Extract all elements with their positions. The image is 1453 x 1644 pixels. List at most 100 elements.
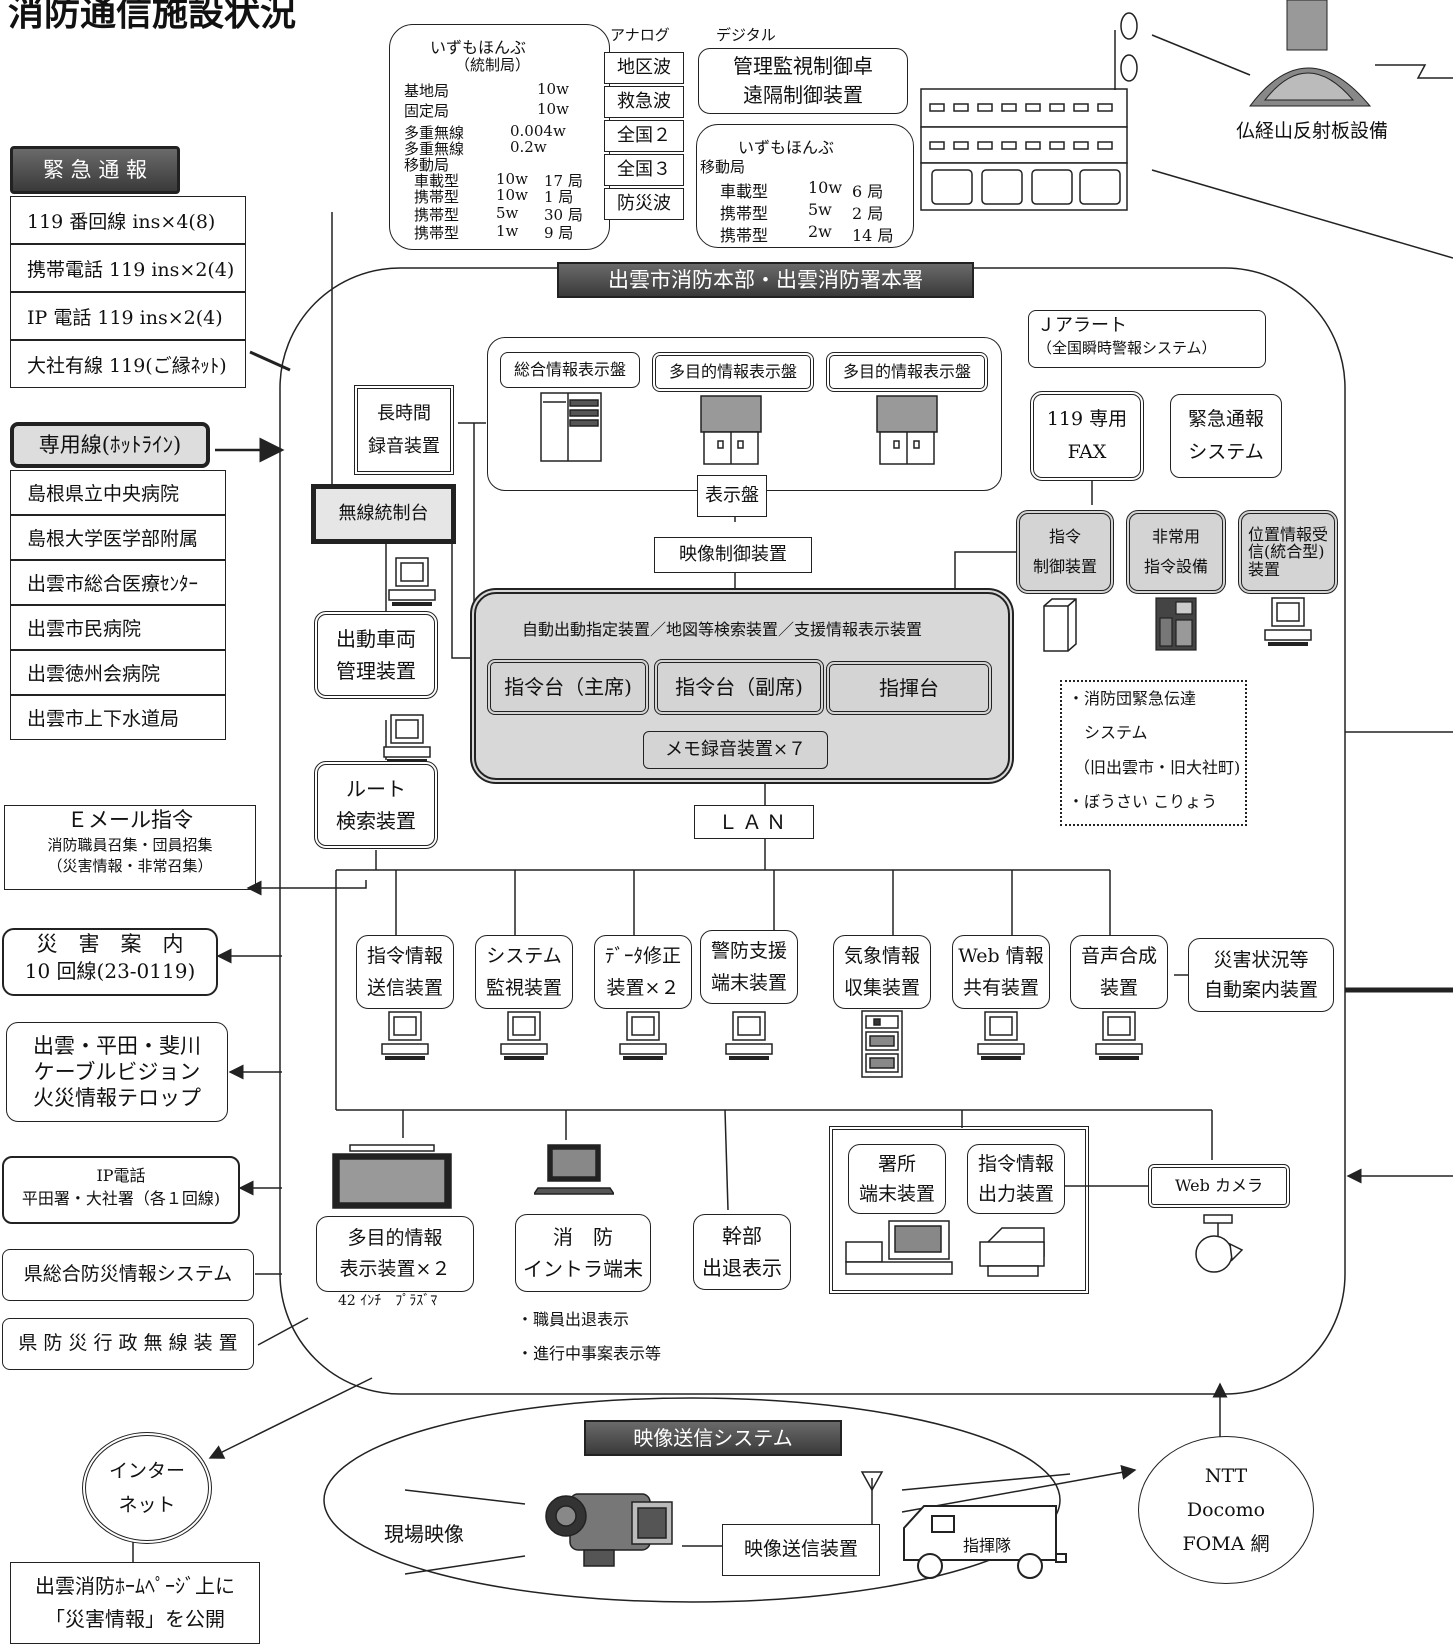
emergency-call-item: 119 番回線 ins×4(8) [10, 196, 246, 244]
web-camera-unit: Web カメラ [1148, 1164, 1290, 1208]
emergency-title: 緊 急 通 報 [10, 146, 180, 194]
command-output-unit: 指令情報 出力装置 [967, 1144, 1065, 1214]
digital-head: いずもほんぶ [738, 138, 835, 157]
command-desk-sub: 指令台（副席) [654, 659, 824, 715]
ip-phone-title: IP電話 [96, 1166, 146, 1185]
video-system-title: 映像送信システム [584, 1420, 842, 1456]
ip-phone-box: IP電話 平田署・大社署（各１回線) [2, 1156, 240, 1224]
command-control-unit: 指令 制御装置 [1016, 510, 1114, 594]
command-desk-main: 指令台（主席) [487, 659, 649, 715]
multi-info-display-unit: 多目的情報 表示装置×２ [316, 1216, 474, 1292]
email-command-box: Ｅメール指令 消防職員召集・団員招集 （災害情報・非常召集） [4, 805, 256, 890]
laptop-icon [534, 1144, 614, 1196]
radio-row-count: 30 局 [544, 206, 583, 224]
building-window [1049, 141, 1065, 150]
building-window [977, 141, 993, 150]
digital-row-name: 携帯型 [720, 226, 769, 245]
fire-corps-line-2: システム [1084, 723, 1148, 743]
hotline-item: 島根県立中央病院 [10, 470, 226, 515]
system-monitor: システム 監視装置 [475, 935, 573, 1009]
intra-note-2: ・進行中事案表示等 [517, 1344, 662, 1363]
video-transmitter: 映像送信装置 [722, 1524, 880, 1576]
plasma-display-icon [332, 1144, 452, 1210]
radio-row-count: 1 局 [544, 188, 574, 206]
fire-corps-line-1: ・消防団緊急伝達 [1068, 689, 1197, 708]
weather-info-collector: 気象情報 収集装置 [833, 935, 931, 1009]
emergency-report-system: 緊急通報 システム [1170, 394, 1282, 478]
building-window [1073, 103, 1089, 112]
radio-row-power: 10w [537, 100, 569, 118]
pc-icon-1 [386, 556, 438, 612]
memo-recorder: メモ録音装置×７ [643, 731, 828, 769]
location-receiver-unit: 位置情報受 信(統合型) 装置 [1238, 510, 1338, 594]
display-panel: 表示盤 [697, 475, 767, 517]
reflector-label: 仏経山反射板設備 [1236, 120, 1389, 142]
radio-row-name: 多重無線 [404, 140, 465, 158]
camera-dome-icon [1190, 1214, 1246, 1274]
analog-label: アナログ [610, 26, 670, 44]
general-display-cabinet-icon [540, 392, 602, 462]
command-unit-label: 指揮隊 [963, 1536, 1012, 1555]
hotline-item: 出雲市上下水道局 [10, 695, 226, 740]
jalert-box: Ｊアラート （全国瞬時警報システム） [1028, 310, 1266, 368]
pref-disaster-radio: 県 防 災 行 政 無 線 装 置 [2, 1318, 254, 1370]
digital-station-panel [696, 124, 914, 248]
digital-mobile: 移動局 [700, 158, 746, 176]
emergency-call-item: 大社有線 119(ご縁ﾈｯﾄ) [10, 340, 246, 388]
pc-icon [975, 1010, 1027, 1068]
pc-icon-3 [1262, 596, 1314, 652]
route-search-unit: ルート 検索装置 [314, 761, 438, 849]
building-window [977, 103, 993, 112]
radio-row-name: 携帯型 [414, 188, 460, 206]
emergency-call-item: 携帯電話 119 ins×2(4) [10, 244, 246, 292]
fire-corps-line-3: （旧出雲市・旧大社町) [1074, 757, 1241, 777]
fire-corps-notice: ・消防団緊急伝達 システム （旧出雲市・旧大社町) ・ぼうさい こりょう [1060, 680, 1247, 826]
digital-row-count: 6 局 [852, 182, 884, 201]
jalert-title: Ｊアラート [1037, 315, 1127, 336]
radio-row-power: 10w [496, 170, 528, 188]
radio-panel-head: いずもほんぶ [430, 38, 527, 57]
server-tower-icon [1038, 598, 1078, 652]
homepage-box: 出雲消防ﾎｰﾑﾍﾟｰｼﾞ上に 「災害情報」を公開 [10, 1562, 260, 1644]
pc-icon [1093, 1010, 1145, 1068]
building-window [1001, 141, 1017, 150]
radio-row-count: 9 局 [544, 224, 574, 242]
pc-icon [498, 1010, 550, 1068]
page-title: 消防通信施設状況 [8, 0, 297, 34]
analog-channel: 救急波 [604, 86, 684, 118]
email-title: Ｅメール指令 [67, 808, 193, 832]
weather-server-icon [856, 1010, 908, 1078]
digital-row-power: 10w [808, 178, 843, 197]
video-camera-icon [540, 1476, 680, 1568]
digital-row-count: 2 局 [852, 204, 884, 223]
building-window [929, 141, 945, 150]
radio-row-power: 1w [496, 222, 519, 240]
pc-icon [617, 1010, 669, 1068]
radio-row-power: 10w [496, 186, 528, 204]
digital-row-name: 車載型 [720, 182, 769, 201]
command-vehicle-icon [900, 1502, 1070, 1582]
internet-node: インター ネット [82, 1432, 212, 1544]
digital-row-power: 2w [808, 222, 832, 241]
analog-channel: 地区波 [604, 52, 684, 84]
building-window [1097, 141, 1113, 150]
plasma-note: 42 ｲﾝﾁ ﾌﾟﾗｽﾞﾏ [338, 1293, 438, 1309]
fire-corps-line-4: ・ぼうさい こりょう [1068, 792, 1218, 812]
radio-row-name: 基地局 [404, 82, 450, 100]
data-correction-unit: ﾃﾞｰﾀ修正 装置×２ [594, 935, 692, 1009]
email-line1: 消防職員召集・団員招集 [47, 836, 213, 855]
hotline-item: 出雲徳州会病院 [10, 650, 226, 695]
digital-console: 管理監視制御卓 遠隔制御装置 [698, 48, 908, 114]
intranet-terminal: 消 防 イントラ端末 [515, 1214, 651, 1292]
long-time-recorder: 長時間 録音装置 [354, 385, 454, 475]
hotline-item: 出雲市総合医療ｾﾝﾀｰ [10, 560, 226, 605]
desktop-pc-icon [845, 1220, 957, 1278]
multi-info-display-1: 多目的情報表示盤 [652, 352, 814, 392]
hotline-item: 出雲市民病院 [10, 605, 226, 650]
command-desk-commander: 指揮台 [826, 661, 992, 715]
radio-row-name: 携帯型 [414, 206, 460, 224]
vehicle-management-unit: 出動車両 管理装置 [314, 611, 438, 699]
station-building-icon [920, 88, 1130, 212]
reflector-icon [1245, 0, 1375, 110]
pc-icon [379, 1010, 431, 1068]
